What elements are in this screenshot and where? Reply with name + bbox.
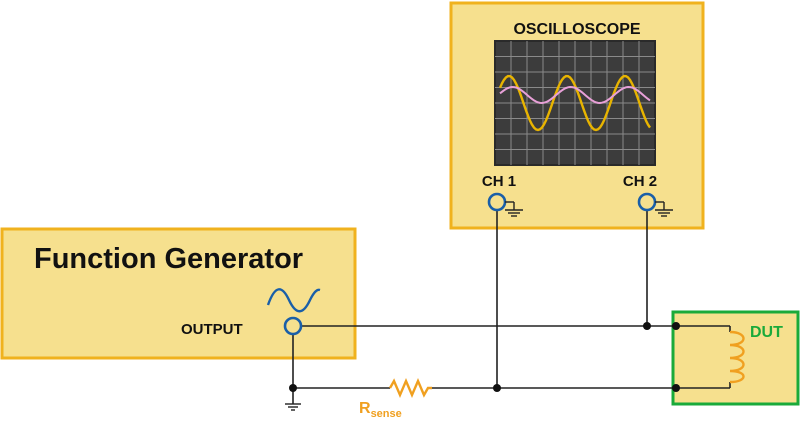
inductor-coil-icon — [729, 330, 745, 384]
function-generator-box — [0, 227, 357, 360]
output-jack[interactable] — [283, 316, 303, 336]
rsense-label: Rsense — [359, 400, 402, 420]
trace-ch2 — [499, 85, 651, 105]
junction-dot — [493, 384, 501, 392]
sine-wave-icon — [266, 288, 321, 313]
dut-label: DUT — [750, 324, 783, 341]
ground-icon — [655, 201, 673, 217]
junction-dot — [289, 384, 297, 392]
junction-dot — [672, 384, 680, 392]
junction-dot — [672, 322, 680, 330]
resistor-icon — [388, 377, 432, 399]
junction-dot — [643, 322, 651, 330]
rsense-main: R — [359, 400, 371, 417]
output-label: OUTPUT — [181, 321, 243, 338]
trace-ch1 — [498, 74, 651, 132]
ch2-label: CH 2 — [623, 173, 657, 190]
function-generator-title: Function Generator — [34, 243, 303, 275]
junction-dots — [289, 322, 680, 392]
oscilloscope-screen — [494, 40, 656, 166]
wires — [292, 211, 731, 404]
rsense-subscript: sense — [371, 408, 402, 420]
oscilloscope-title: OSCILLOSCOPE — [513, 21, 640, 38]
ground-icon — [505, 201, 523, 217]
ch1-label: CH 1 — [482, 173, 516, 190]
ground-icon — [285, 403, 301, 411]
